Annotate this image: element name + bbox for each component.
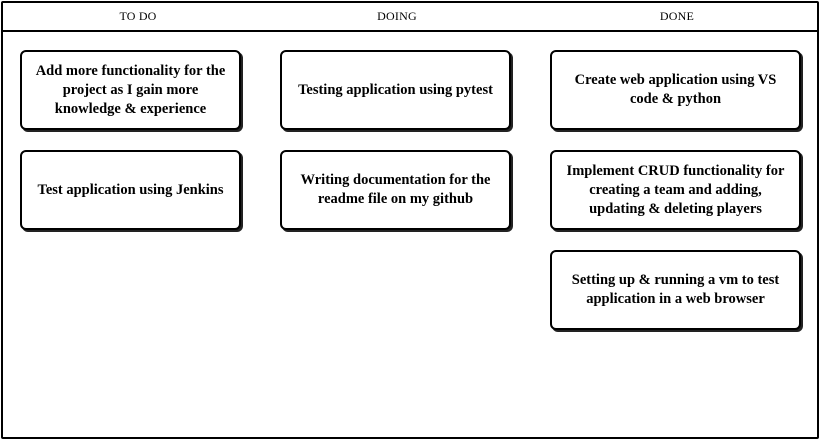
card-text: Setting up & running a vm to test applic… bbox=[571, 272, 780, 307]
column-title-todo: TO DO bbox=[119, 9, 157, 23]
card-text: Add more functionality for the project a… bbox=[35, 62, 226, 117]
card-todo-2[interactable]: Test application using Jenkins bbox=[20, 150, 241, 230]
board-header: TO DO DOING DONE bbox=[3, 3, 817, 32]
card-text: Implement CRUD functionality for creatin… bbox=[566, 162, 785, 217]
card-done-1[interactable]: Create web application using VS code & p… bbox=[550, 50, 801, 130]
card-done-2[interactable]: Implement CRUD functionality for creatin… bbox=[550, 150, 801, 230]
card-todo-1[interactable]: Add more functionality for the project a… bbox=[20, 50, 241, 130]
card-doing-2[interactable]: Writing documentation for the readme fil… bbox=[280, 150, 511, 230]
card-text: Test application using Jenkins bbox=[37, 181, 224, 198]
column-title-done: DONE bbox=[659, 9, 695, 23]
card-text: Testing application using pytest bbox=[298, 81, 493, 98]
card-text: Writing documentation for the readme fil… bbox=[300, 172, 491, 207]
column-title-doing: DOING bbox=[377, 9, 417, 23]
card-text: Create web application using VS code & p… bbox=[574, 72, 777, 107]
card-doing-1[interactable]: Testing application using pytest bbox=[280, 50, 511, 130]
card-done-3[interactable]: Setting up & running a vm to test applic… bbox=[550, 250, 801, 330]
